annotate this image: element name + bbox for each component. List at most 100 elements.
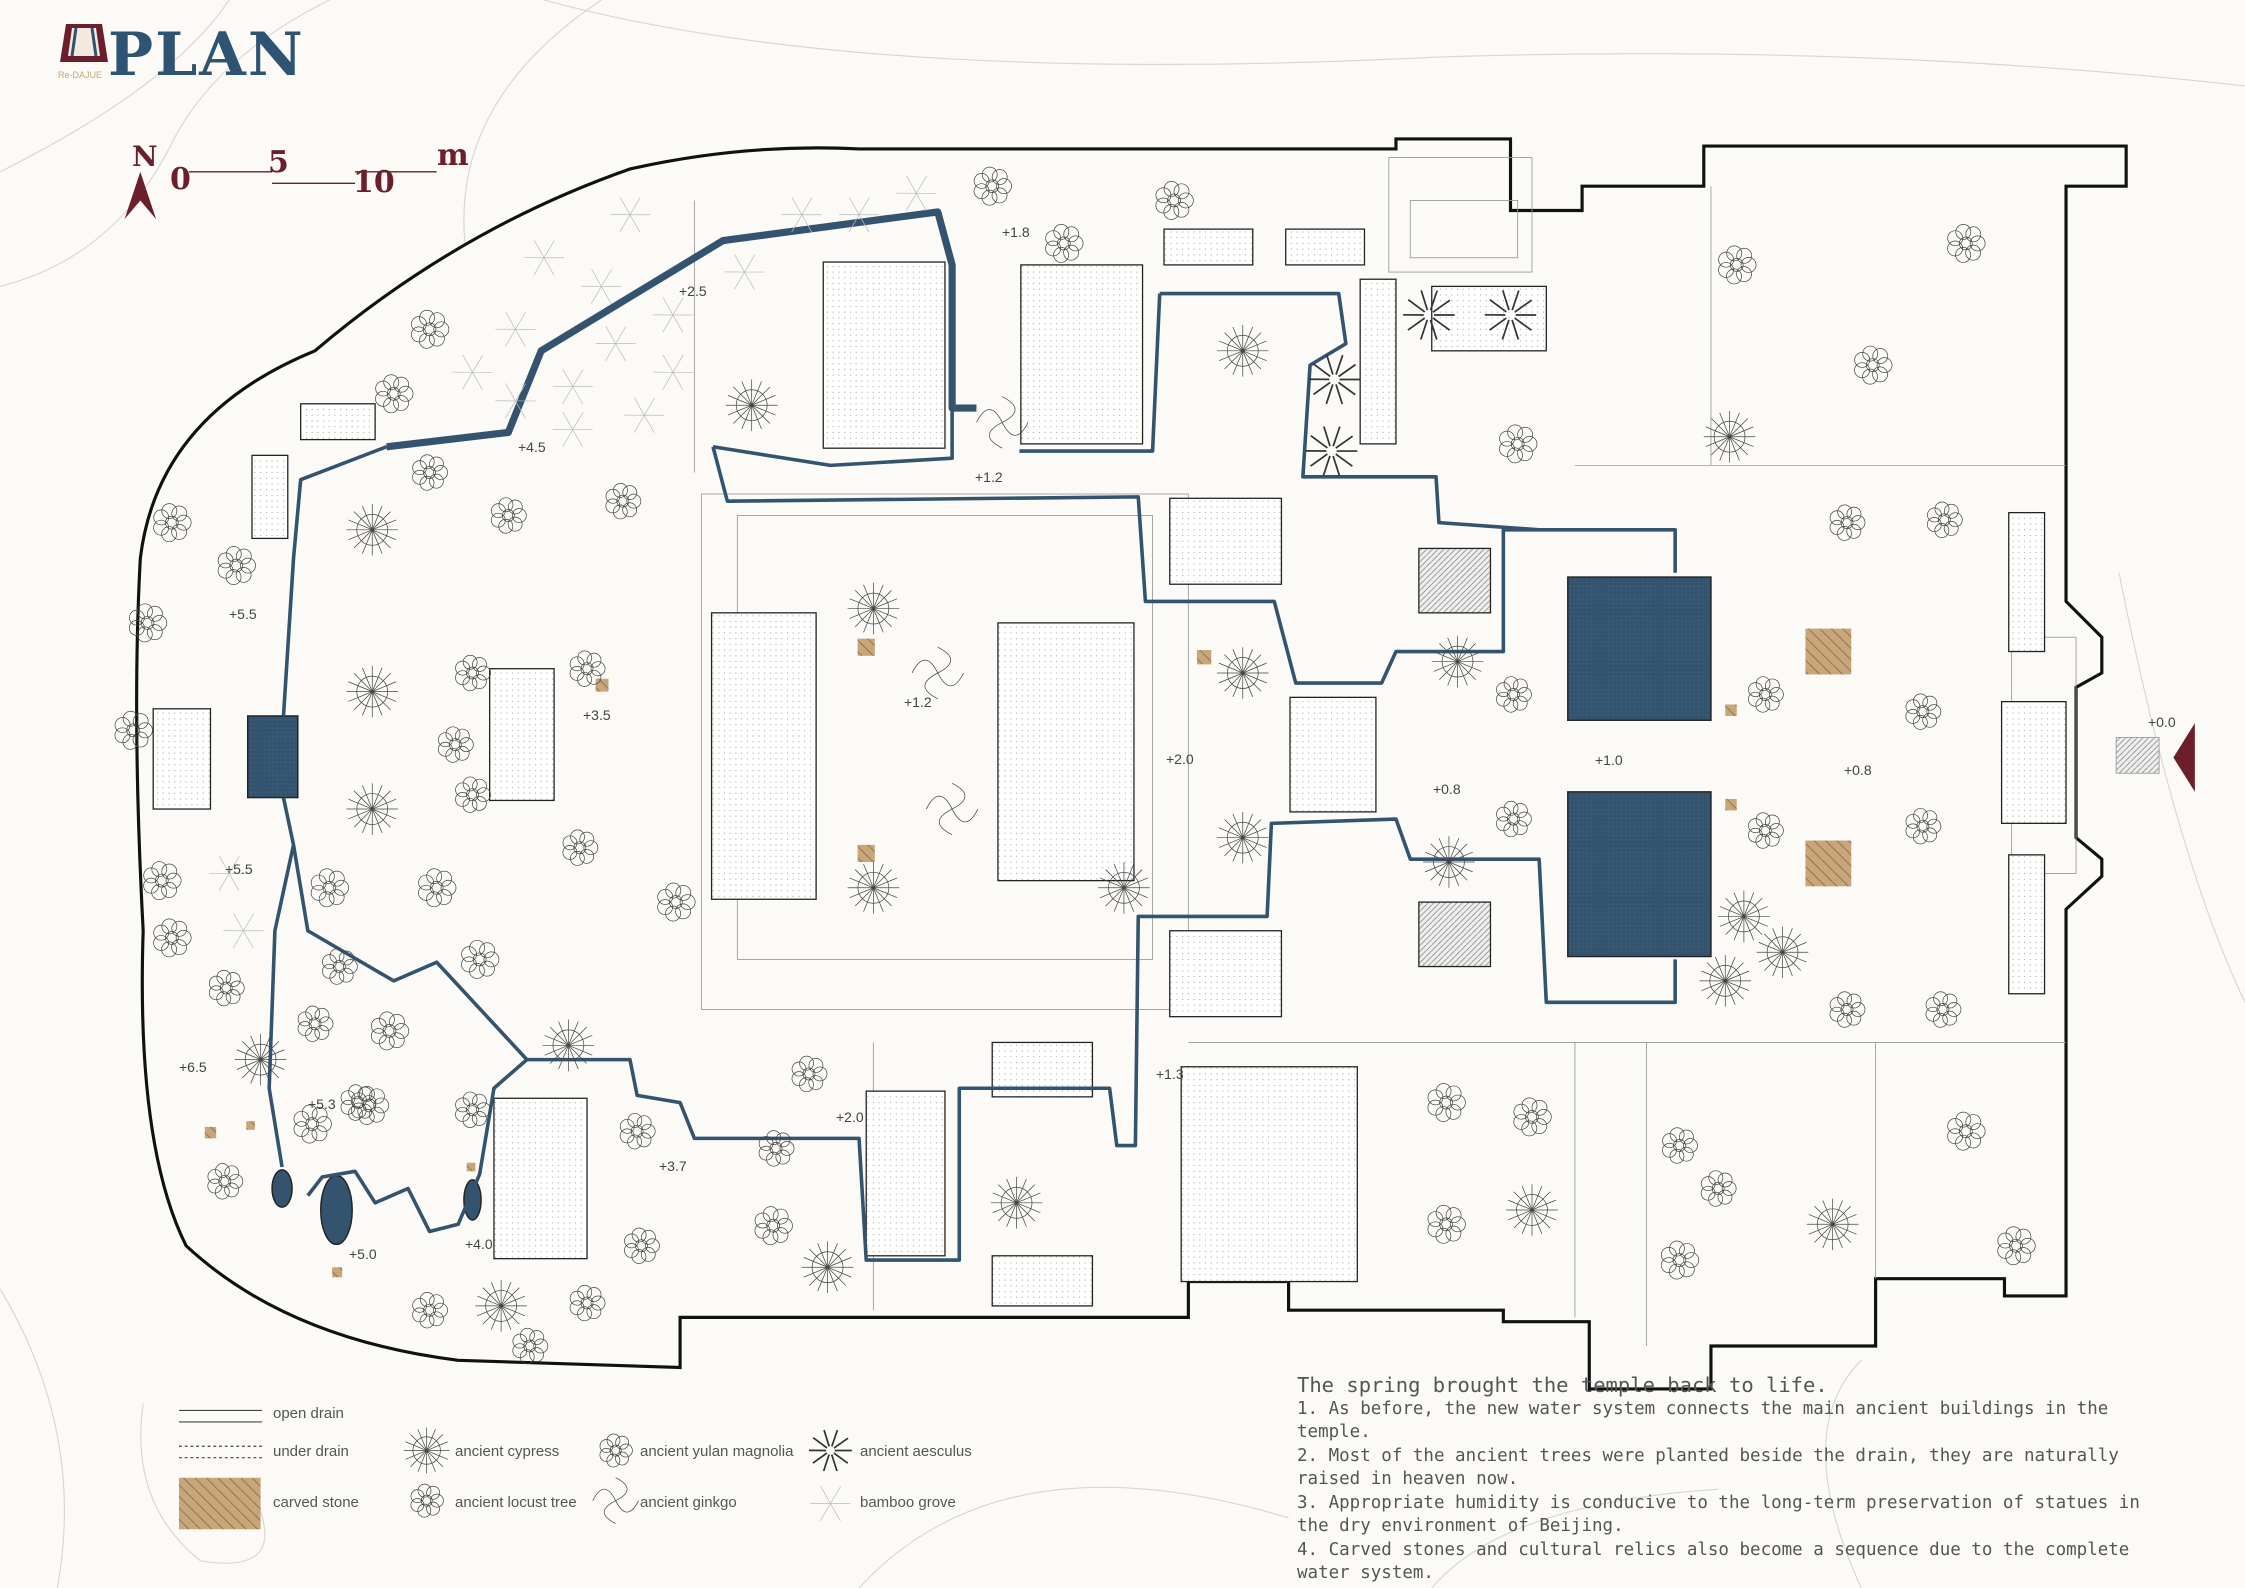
building — [997, 622, 1135, 882]
magnolia-icon — [114, 710, 153, 750]
ginkgo-icon — [592, 1477, 639, 1524]
cypress-icon — [475, 1280, 527, 1332]
magnolia-icon — [1513, 1097, 1552, 1137]
magnolia-icon — [128, 603, 168, 643]
notes-heading: The spring brought the temple back to li… — [1297, 1373, 1828, 1397]
cypress-icon — [1423, 836, 1475, 888]
cypress-icon — [403, 1427, 450, 1474]
elevation-label: +2.0 — [1166, 751, 1194, 767]
magnolia-icon — [1155, 181, 1194, 220]
ginkgo-icon — [976, 396, 1029, 449]
bamboo-icon — [452, 354, 493, 390]
pond — [271, 1169, 293, 1208]
legend-ancient-aesculus: ancient aesculus — [860, 1443, 972, 1460]
legend-bamboo-grove: bamboo grove — [860, 1494, 956, 1511]
elevation-label: +2.5 — [679, 283, 707, 299]
elevation-label: +1.0 — [1595, 752, 1623, 768]
carved-stone — [1196, 650, 1212, 665]
cypress-icon — [346, 504, 399, 556]
bamboo-icon — [810, 1485, 851, 1522]
scale-tick-5: 5 — [268, 145, 289, 180]
legend-ancient-locust-tree: ancient locust tree — [455, 1494, 577, 1511]
locust-icon — [1905, 808, 1942, 845]
notes-item: 3. Appropriate humidity is conducive to … — [1297, 1492, 2140, 1537]
cypress-icon — [847, 582, 900, 635]
bamboo-icon — [781, 197, 822, 233]
bamboo-icon — [495, 311, 536, 347]
magnolia-icon — [1997, 1226, 2036, 1266]
elevation-label: +2.0 — [836, 1109, 864, 1125]
locust-icon — [512, 1327, 549, 1365]
elevation-label: +5.0 — [349, 1246, 377, 1262]
elevation-label: +5.5 — [229, 606, 257, 622]
elevation-label: +5.5 — [225, 861, 253, 877]
aesculus-icon — [1484, 290, 1537, 340]
elevation-label: +6.5 — [179, 1059, 207, 1075]
locust-icon — [1700, 1170, 1737, 1207]
scale-tick-0: 0 — [170, 162, 191, 197]
logo-text: Re-DAJUE — [58, 70, 103, 80]
magnolia-icon — [657, 882, 696, 922]
magnolia-icon — [410, 309, 450, 349]
magnolia-icon — [1045, 224, 1084, 263]
magnolia-icon — [375, 374, 414, 414]
ginkgo-icon — [926, 782, 979, 836]
magnolia-icon — [973, 166, 1012, 206]
magnolia-icon — [599, 1433, 633, 1468]
magnolia-icon — [143, 861, 182, 901]
magnolia-icon — [153, 918, 192, 958]
magnolia-icon — [1499, 424, 1538, 464]
magnolia-icon — [217, 546, 256, 585]
pond — [463, 1179, 482, 1221]
pond — [246, 715, 299, 799]
locust-icon — [1925, 991, 1962, 1028]
carved-stone — [1805, 628, 1852, 675]
cypress-icon — [1506, 1184, 1558, 1236]
elevation-label: +0.0 — [2148, 714, 2176, 730]
bamboo-icon — [595, 326, 636, 362]
aesculus-icon — [1305, 426, 1358, 476]
building — [822, 261, 946, 449]
pond — [1567, 576, 1712, 721]
bamboo-icon — [581, 268, 622, 304]
magnolia-icon — [310, 868, 349, 908]
carved-stone — [204, 1126, 217, 1139]
cypress-icon — [725, 379, 778, 432]
carved-stone — [857, 638, 875, 656]
building — [2000, 700, 2067, 824]
bamboo-icon — [495, 383, 536, 419]
bamboo-icon — [552, 411, 593, 448]
pond — [1567, 791, 1712, 958]
bamboo-icon — [624, 397, 665, 433]
elevation-label: +1.3 — [1156, 1066, 1184, 1082]
aesculus-icon — [1403, 290, 1455, 340]
bamboo-icon — [524, 240, 565, 276]
locust-icon — [1662, 1127, 1698, 1164]
locust-icon — [321, 948, 358, 985]
carved-stone — [466, 1162, 476, 1172]
water-drains — [267, 208, 1677, 1262]
scale-bar-lines — [188, 171, 437, 185]
elevation-label: +0.8 — [1844, 762, 1872, 778]
locust-icon — [455, 776, 491, 813]
legend-under-drain: under drain — [273, 1443, 349, 1460]
locust-icon — [208, 969, 245, 1007]
carved-stone — [1805, 840, 1852, 887]
elevation-label: +0.8 — [1433, 781, 1461, 797]
cypress-icon — [1216, 647, 1269, 699]
building — [1431, 285, 1547, 352]
cypress-icon — [1718, 890, 1770, 943]
legend-ancient-cypress: ancient cypress — [455, 1443, 560, 1460]
building — [865, 1090, 946, 1257]
elevation-label: +3.5 — [583, 707, 611, 723]
building — [1359, 278, 1397, 445]
magnolia-icon — [1427, 1204, 1466, 1244]
building — [1020, 264, 1144, 445]
logo-icon — [60, 24, 108, 62]
magnolia-icon — [1427, 1083, 1466, 1122]
pavilion — [1418, 547, 1492, 614]
locust-icon — [605, 483, 642, 520]
building — [1169, 497, 1283, 585]
elevation-label: +3.7 — [659, 1158, 687, 1174]
locust-icon — [207, 1163, 244, 1200]
